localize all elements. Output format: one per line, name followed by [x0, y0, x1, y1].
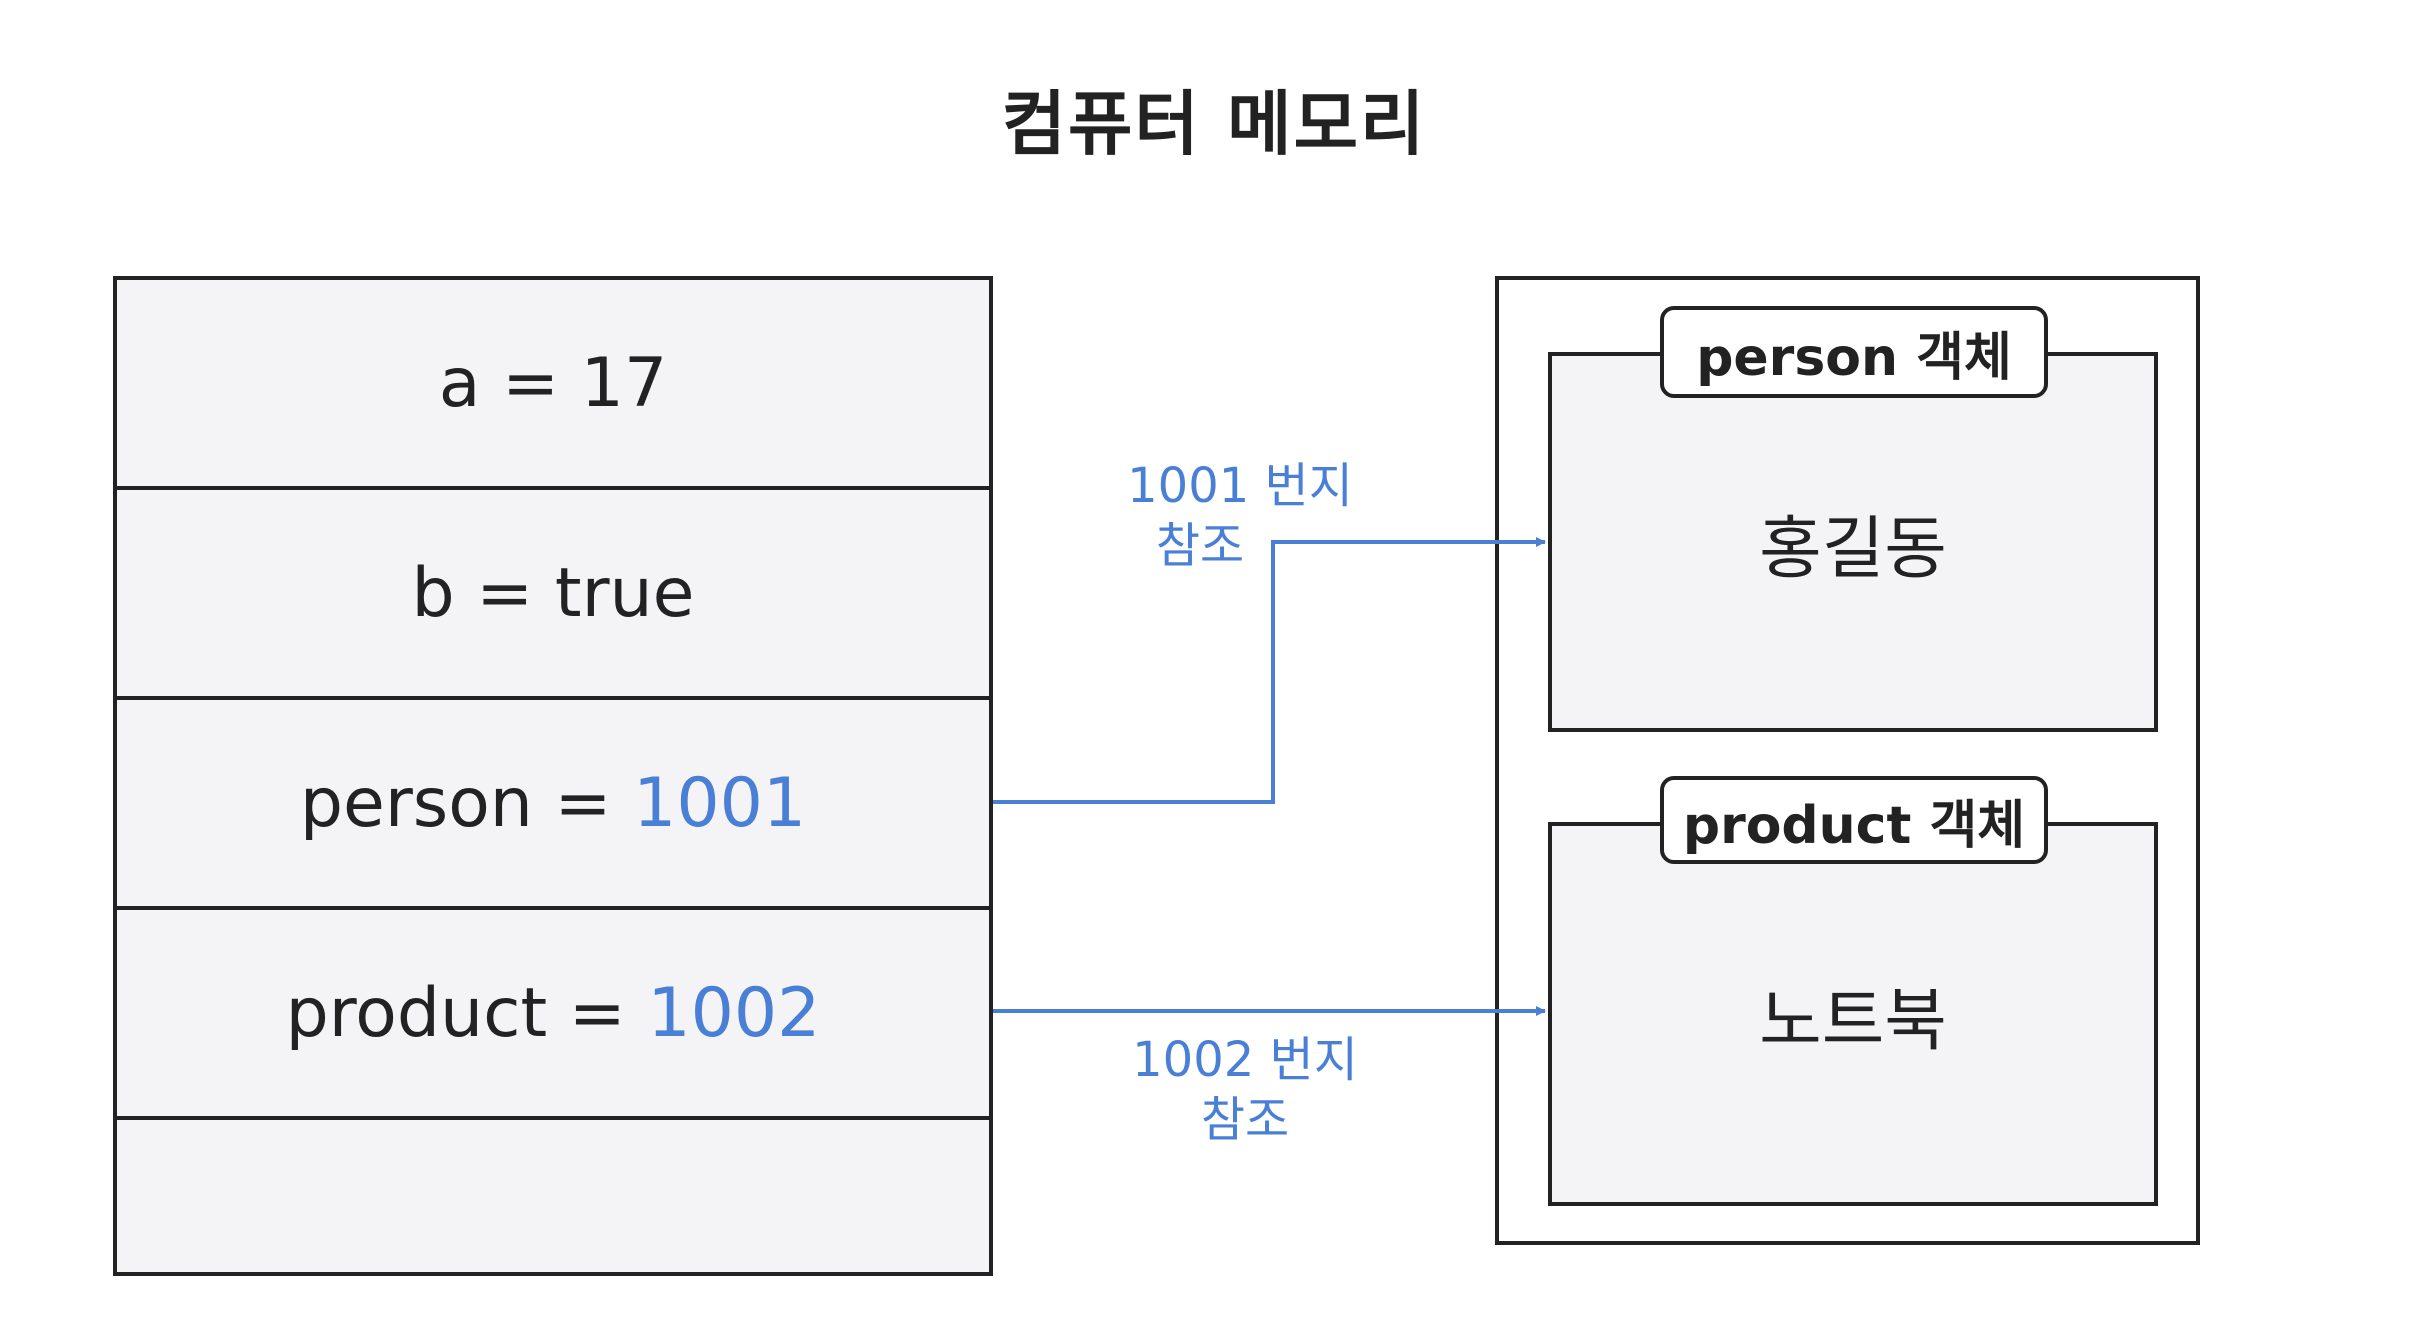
stack-memory: a = 17 b = true person = 1001 product = …	[113, 276, 993, 1276]
product-reference-address: 1002 번지	[1132, 1032, 1358, 1088]
product-object-tab: product 객체	[1660, 776, 2048, 864]
stack-cell-b-label: b = true	[411, 553, 695, 633]
person-reference-label: 1001 번지 참조	[1120, 456, 1360, 576]
stack-cell-a-label: a = 17	[438, 343, 668, 423]
stack-cell-product-address: 1002	[647, 973, 821, 1053]
stack-cell-b: b = true	[117, 490, 989, 700]
person-object-content: 홍길동	[1759, 509, 1947, 589]
stack-cell-person: person = 1001	[117, 700, 989, 910]
stack-cell-person-address: 1001	[633, 763, 807, 843]
stack-cell-product-label: product =	[285, 973, 648, 1053]
product-object: 노트북	[1548, 822, 2158, 1206]
person-reference-address: 1001 번지	[1127, 458, 1353, 514]
stack-cell-person-label: person =	[299, 763, 634, 843]
diagram-title: 컴퓨터 메모리	[1001, 83, 1427, 165]
stack-cell-a: a = 17	[117, 280, 989, 490]
product-object-content: 노트북	[1759, 981, 1947, 1061]
product-reference-text: 참조	[1200, 1092, 1290, 1148]
stack-cell-product: product = 1002	[117, 910, 989, 1120]
product-reference-label: 1002 번지 참조	[1125, 1030, 1365, 1150]
person-object: 홍길동	[1548, 352, 2158, 732]
person-reference-arrow	[993, 537, 1546, 804]
person-reference-text: 참조	[1155, 518, 1245, 574]
person-object-tab: person 객체	[1660, 306, 2048, 398]
